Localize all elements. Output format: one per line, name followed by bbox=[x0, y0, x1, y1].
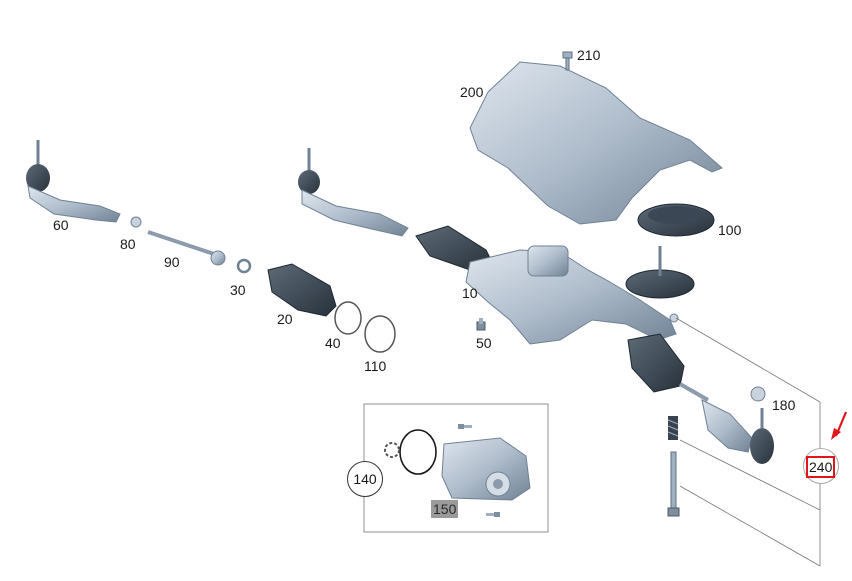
red-arrow-icon bbox=[831, 411, 848, 440]
callout-90[interactable]: 90 bbox=[164, 254, 180, 270]
callout-200[interactable]: 200 bbox=[460, 84, 484, 100]
callout-60[interactable]: 60 bbox=[53, 217, 69, 233]
callout-210[interactable]: 210 bbox=[577, 47, 601, 63]
nut-top-part[interactable] bbox=[669, 313, 679, 323]
nut-180-part[interactable] bbox=[750, 386, 766, 402]
clamp-40-part[interactable] bbox=[334, 301, 362, 335]
motor-screw-top-part[interactable] bbox=[458, 424, 472, 429]
heat-shield-part[interactable] bbox=[469, 61, 723, 225]
callout-240-highlighted[interactable]: 240 bbox=[806, 456, 836, 478]
callout-140: 140 bbox=[353, 471, 377, 487]
bolt-50-part[interactable] bbox=[476, 318, 486, 331]
outer-tie-rod-end-left-part[interactable] bbox=[26, 140, 121, 223]
callout-20[interactable]: 20 bbox=[277, 311, 293, 327]
coupling-star-part[interactable] bbox=[384, 442, 400, 458]
outer-tie-rod-end-main-part[interactable] bbox=[298, 148, 409, 237]
o-ring-part[interactable] bbox=[399, 429, 437, 475]
callout-180[interactable]: 180 bbox=[772, 397, 796, 413]
outer-tie-rod-end-right-part[interactable] bbox=[701, 399, 774, 464]
nut-80-part[interactable] bbox=[130, 216, 142, 228]
callout-30[interactable]: 30 bbox=[230, 282, 246, 298]
callout-10[interactable]: 10 bbox=[462, 285, 478, 301]
assembly-240-leader-lines bbox=[675, 317, 821, 567]
steering-rack-10-part[interactable] bbox=[415, 225, 709, 402]
long-bolt-part[interactable] bbox=[667, 451, 680, 517]
callout-100[interactable]: 100 bbox=[718, 222, 742, 238]
mount-bushing-100-inner bbox=[648, 206, 704, 224]
bolt-210-part[interactable] bbox=[562, 51, 573, 71]
spring-part[interactable] bbox=[667, 416, 679, 440]
callout-80[interactable]: 80 bbox=[120, 236, 136, 252]
callout-40[interactable]: 40 bbox=[325, 335, 341, 351]
boot-20-part[interactable] bbox=[267, 263, 337, 317]
inner-tie-rod-90-part[interactable] bbox=[147, 230, 226, 266]
ring-110-part[interactable] bbox=[364, 315, 396, 353]
callout-50[interactable]: 50 bbox=[476, 335, 492, 351]
callout-140-circle[interactable]: 140 bbox=[347, 461, 383, 497]
motor-150-part[interactable] bbox=[441, 437, 531, 501]
callout-150-highlighted[interactable]: 150 bbox=[431, 500, 459, 518]
callout-110[interactable]: 110 bbox=[364, 358, 387, 374]
clamp-30-part[interactable] bbox=[236, 258, 252, 274]
motor-screw-bottom-part[interactable] bbox=[486, 512, 500, 517]
